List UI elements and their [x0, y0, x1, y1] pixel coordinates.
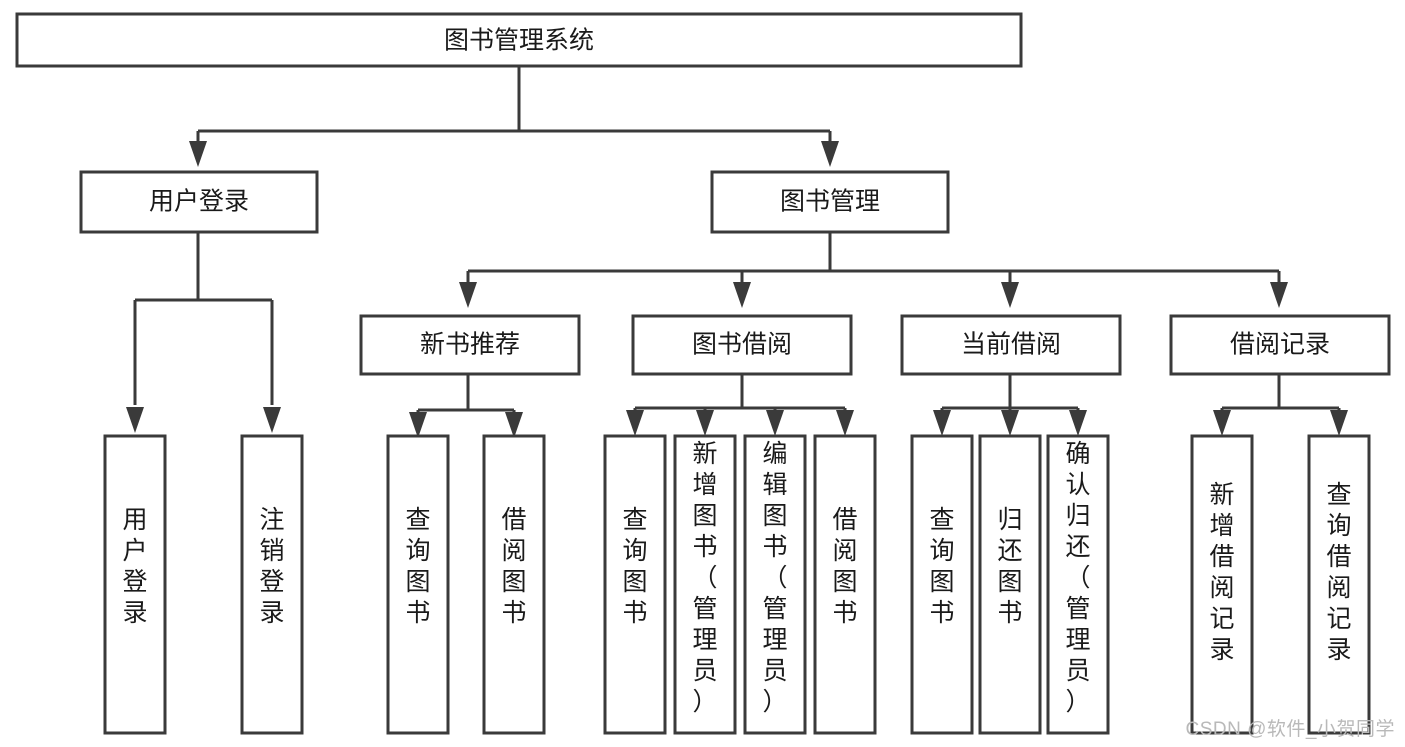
node-current-borrow-box[interactable]	[900, 314, 1122, 376]
node-book-manage-label: 图书管理	[780, 188, 880, 216]
node-book-borrow-box[interactable]	[631, 314, 853, 376]
leaf-add-record-label: 新增借阅记录	[1209, 481, 1234, 664]
leaf-query-book-borrow-box[interactable]	[603, 434, 667, 735]
leaf-node-edit-book[interactable]: 编辑图书（管理员）	[743, 434, 807, 735]
leaf-borrow-book-borrow-label: 借阅图书	[832, 506, 857, 627]
node-user-login-label: 用户登录	[149, 188, 249, 216]
node-user-login[interactable]: 用户登录	[79, 170, 319, 234]
node-borrow-record-box[interactable]	[1169, 314, 1391, 376]
leaf-return-book-box[interactable]	[978, 434, 1042, 735]
node-new-book-recommend-box[interactable]	[359, 314, 581, 376]
leaf-node-user-login[interactable]: 用户登录	[103, 434, 167, 735]
arrow-leaf-add-record	[1213, 410, 1231, 436]
arrow-leaf-query-book-1	[409, 412, 427, 438]
leaf-node-add-book[interactable]: 新增图书（管理员）	[673, 434, 737, 735]
leaf-edit-book-box[interactable]	[743, 434, 807, 735]
leaf-user-login-label: 用户登录	[122, 506, 147, 627]
arrow-to-user-login	[189, 141, 207, 167]
arrow-leaf-query-record	[1330, 410, 1348, 436]
arrow-leaf-add-book	[696, 410, 714, 436]
node-borrow-record-label: 借阅记录	[1230, 331, 1330, 359]
leaf-query-book-current-label: 查询图书	[929, 506, 954, 627]
arrow-to-book-manage	[821, 141, 839, 167]
arrow-to-current-borrow	[1001, 282, 1019, 308]
leaf-add-book-box[interactable]	[673, 434, 737, 735]
connector-group-new-book	[409, 375, 523, 438]
csdn-watermark: CSDN @软件_小贺同学	[1185, 719, 1395, 740]
arrow-leaf-query-book-2	[626, 410, 644, 436]
leaf-query-record-box[interactable]	[1307, 434, 1371, 735]
arrow-leaf-logout	[263, 407, 281, 433]
arrow-leaf-user-login	[126, 407, 144, 433]
arrow-to-borrow-record	[1270, 282, 1288, 308]
leaf-node-query-book-new[interactable]: 查询图书	[386, 434, 450, 735]
leaf-borrow-book-borrow-box[interactable]	[813, 434, 877, 735]
node-book-borrow[interactable]: 图书借阅	[631, 314, 853, 376]
leaf-node-return-book[interactable]: 归还图书	[978, 434, 1042, 735]
leaf-node-logout[interactable]: 注销登录	[240, 434, 304, 735]
node-root-system-box[interactable]	[15, 12, 1023, 68]
leaf-edit-book-label: 编辑图书（管理员）	[762, 440, 787, 716]
leaf-borrow-book-new-box[interactable]	[482, 434, 546, 735]
leaf-node-confirm-return[interactable]: 确认归还（管理员）	[1046, 434, 1110, 735]
arrow-to-new-book	[459, 282, 477, 308]
leaf-query-book-new-label: 查询图书	[405, 506, 430, 627]
arrow-leaf-borrow-book-2	[836, 410, 854, 436]
leaf-confirm-return-label: 确认归还（管理员）	[1065, 440, 1090, 716]
leaf-query-book-current-box[interactable]	[910, 434, 974, 735]
leaf-query-book-borrow-label: 查询图书	[622, 506, 647, 627]
leaf-node-add-record[interactable]: 新增借阅记录	[1190, 434, 1254, 735]
connector-group-book-borrow	[626, 375, 854, 436]
node-borrow-record[interactable]: 借阅记录	[1169, 314, 1391, 376]
leaf-logout-box[interactable]	[240, 434, 304, 735]
leaf-borrow-book-new-label: 借阅图书	[501, 506, 526, 627]
node-new-book-recommend-label: 新书推荐	[420, 331, 520, 359]
node-current-borrow[interactable]: 当前借阅	[900, 314, 1122, 376]
leaf-node-borrow-book-borrow[interactable]: 借阅图书	[813, 434, 877, 735]
leaf-node-borrow-book-new[interactable]: 借阅图书	[482, 434, 546, 735]
arrow-to-book-borrow	[733, 282, 751, 308]
node-new-book-recommend[interactable]: 新书推荐	[359, 314, 581, 376]
connector-group-borrow-record	[1213, 375, 1348, 436]
node-book-manage[interactable]: 图书管理	[710, 170, 950, 234]
connector-group-book-manage	[459, 232, 1288, 308]
leaf-node-query-book-borrow[interactable]: 查询图书	[603, 434, 667, 735]
arrow-leaf-borrow-book-1	[505, 412, 523, 438]
leaf-logout-label: 注销登录	[259, 506, 284, 627]
leaf-add-book-label: 新增图书（管理员）	[692, 440, 717, 716]
node-user-login-box[interactable]	[79, 170, 319, 234]
arrow-leaf-query-book-3	[933, 410, 951, 436]
arrow-leaf-edit-book	[766, 410, 784, 436]
leaf-add-record-box[interactable]	[1190, 434, 1254, 735]
node-root-system-label: 图书管理系统	[444, 27, 594, 55]
node-book-borrow-label: 图书借阅	[692, 331, 792, 359]
node-book-manage-box[interactable]	[710, 170, 950, 234]
arrow-leaf-confirm-return	[1069, 410, 1087, 436]
connector-group-current-borrow	[933, 375, 1087, 436]
connector-group-root	[189, 67, 839, 167]
leaf-confirm-return-box[interactable]	[1046, 434, 1110, 735]
connector-group-user-login	[126, 232, 281, 433]
leaf-query-record-label: 查询借阅记录	[1326, 481, 1351, 664]
leaf-return-book-label: 归还图书	[997, 506, 1022, 627]
arrow-leaf-return-book	[1001, 410, 1019, 436]
node-root-system[interactable]: 图书管理系统	[15, 12, 1023, 68]
leaf-query-book-new-box[interactable]	[386, 434, 450, 735]
node-current-borrow-label: 当前借阅	[961, 331, 1061, 359]
leaf-user-login-box[interactable]	[103, 434, 167, 735]
leaf-node-query-book-current[interactable]: 查询图书	[910, 434, 974, 735]
leaf-node-query-record[interactable]: 查询借阅记录	[1307, 434, 1371, 735]
